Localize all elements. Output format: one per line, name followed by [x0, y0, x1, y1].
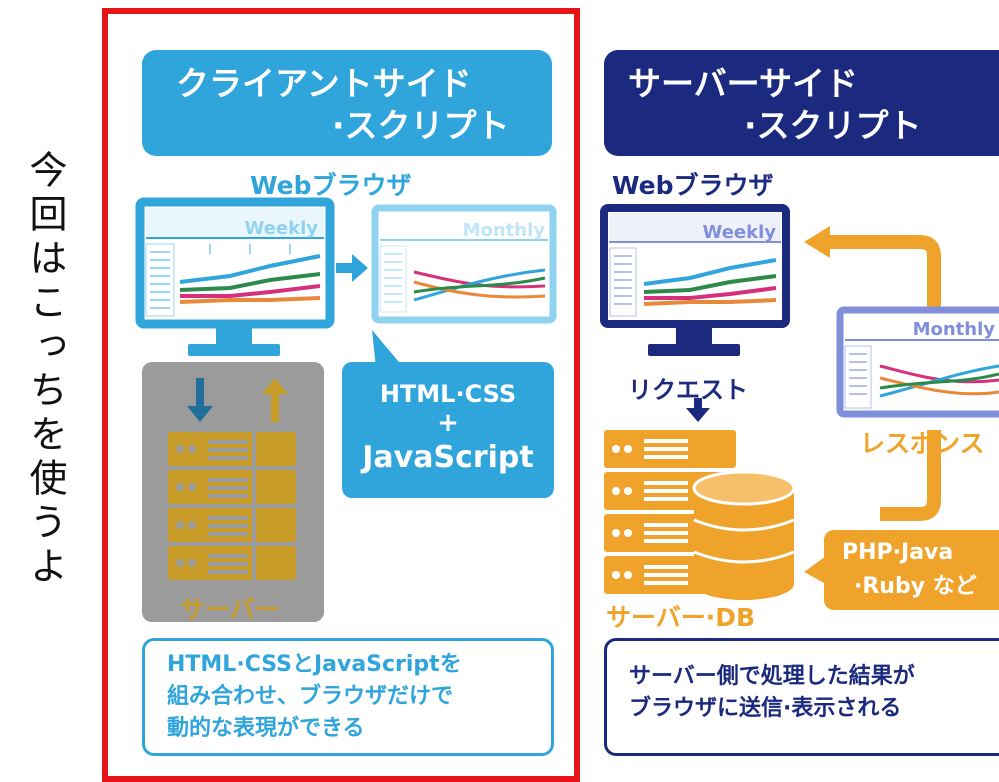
server-request-label: リクエスト	[628, 376, 748, 404]
client-caption-line1: HTML·CSSとJavaScriptを	[167, 652, 462, 677]
client-weekly-label: Weekly	[244, 218, 318, 239]
server-response-line	[880, 430, 941, 521]
server-bubble-tail	[804, 556, 826, 584]
client-arrow-right-icon	[336, 254, 368, 282]
client-monthly-monitor	[371, 204, 557, 324]
client-title-line1: クライアントサイド	[176, 64, 472, 103]
client-browser-label: Webブラウザ	[250, 171, 412, 200]
server-title-box: サーバーサイド ·スクリプト	[604, 50, 999, 156]
client-tech-line2: JavaScript	[362, 440, 534, 475]
server-caption-line2: ブラウザに送信·表示される	[629, 696, 902, 721]
client-title-line2: ·スクリプト	[332, 106, 510, 145]
client-monthly-label: Monthly	[463, 220, 546, 241]
server-caption-line1: サーバー側で処理した結果が	[629, 664, 915, 689]
server-db-label: サーバー·DB	[606, 603, 756, 632]
client-tech-line1: HTML·CSS	[379, 380, 517, 408]
server-request-arrow-icon	[686, 398, 710, 422]
database-icon	[692, 470, 796, 600]
server-title-line1: サーバーサイド	[628, 64, 859, 103]
client-down-arrow-icon	[187, 378, 213, 422]
server-lang-line1: PHP·Java	[842, 540, 954, 565]
client-caption-box: HTML·CSSとJavaScriptを 組み合わせ、ブラウザだけで 動的な表現…	[142, 638, 554, 756]
client-server-label: サーバー	[180, 595, 280, 624]
server-response-arrow	[820, 235, 941, 310]
server-response-arrowhead-icon	[804, 226, 830, 258]
server-title-line2: ·スクリプト	[744, 106, 922, 145]
client-tech-plus: +	[437, 408, 459, 438]
server-response-label: レスポンス	[860, 429, 985, 458]
server-lang-bubble: PHP·Java ·Ruby など	[824, 530, 999, 610]
server-browser-label: Webブラウザ	[612, 171, 774, 200]
server-weekly-monitor	[600, 204, 790, 356]
server-weekly-label: Weekly	[702, 222, 776, 243]
client-bubble-tail	[372, 330, 404, 368]
client-server-rack-icon	[168, 432, 296, 580]
server-monthly-label: Monthly	[913, 319, 996, 340]
client-caption-line2: 組み合わせ、ブラウザだけで	[167, 684, 454, 709]
server-lang-line2: ·Ruby など	[854, 574, 977, 599]
client-title-box: クライアントサイド ·スクリプト	[142, 50, 552, 156]
side-note: 今回はこっちを使うよ	[23, 150, 67, 590]
client-server-panel	[142, 362, 324, 622]
client-tech-bubble: HTML·CSS + JavaScript	[342, 362, 554, 498]
server-caption-box: サーバー側で処理した結果が ブラウザに送信·表示される	[604, 638, 999, 756]
client-up-arrow-icon	[262, 378, 288, 422]
client-weekly-monitor	[135, 197, 335, 356]
server-monthly-monitor	[836, 306, 999, 418]
client-caption-line3: 動的な表現ができる	[167, 716, 365, 741]
